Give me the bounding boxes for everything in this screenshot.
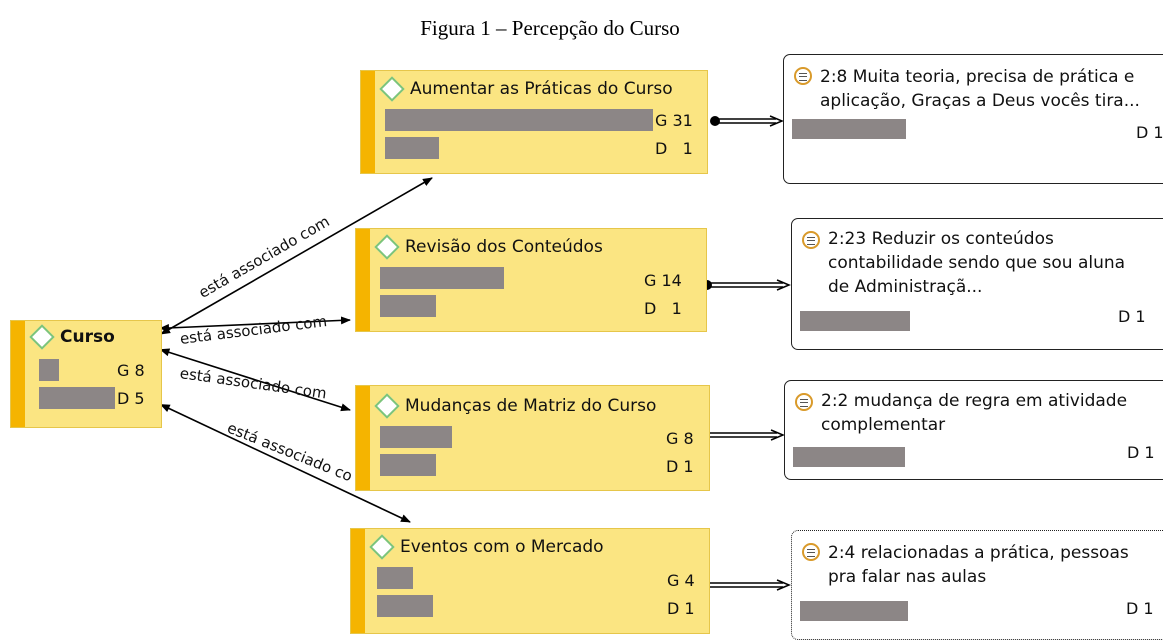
quotation-2-23[interactable]: 2:23 Reduzir os conteúdos contabilidade … [791, 218, 1163, 350]
quotation-text: 2:4 relacionadas a prática, pessoas pra … [828, 543, 1129, 587]
code-revisao[interactable]: Revisão dos Conteúdos G 14 D 1 [355, 228, 707, 332]
code-diamond-icon [369, 534, 395, 560]
quotation-bar [793, 447, 905, 467]
code-diamond-icon [374, 234, 400, 260]
link-curso-aumentar [160, 177, 433, 335]
quotation-icon [802, 543, 820, 561]
code-stripe [356, 386, 370, 490]
link-eventos-quote [710, 579, 791, 591]
quotation-2-2[interactable]: 2:2 mudança de regra em atividade comple… [784, 380, 1163, 480]
code-name: Eventos com o Mercado [400, 537, 604, 557]
code-name: Aumentar as Práticas do Curso [410, 79, 673, 99]
code-title: Eventos com o Mercado [369, 534, 604, 560]
quotation-icon [795, 393, 813, 411]
groundedness-bar [380, 267, 504, 289]
code-mudancas[interactable]: Mudanças de Matriz do Curso G 8 D 1 [355, 385, 710, 491]
quotation-document: D 1 [1136, 123, 1163, 142]
groundedness-bar [39, 359, 59, 381]
density-bar [380, 454, 436, 476]
code-stripe [361, 71, 375, 173]
quotation-document: D 1 [1118, 307, 1146, 326]
code-eventos[interactable]: Eventos com o Mercado G 4 D 1 [350, 528, 710, 634]
groundedness-value: G 8 [117, 361, 145, 380]
code-title: Aumentar as Práticas do Curso [379, 76, 673, 102]
quotation-text: 2:23 Reduzir os conteúdos contabilidade … [828, 229, 1126, 297]
code-stripe [11, 321, 25, 427]
code-name: Mudanças de Matriz do Curso [405, 396, 657, 416]
quotation-2-8[interactable]: 2:8 Muita teoria, precisa de prática e a… [783, 54, 1163, 184]
code-diamond-icon [379, 76, 405, 102]
density-value: D 1 [667, 599, 695, 618]
code-diamond-icon [29, 324, 55, 350]
density-value: D 1 [644, 299, 682, 318]
quotation-bar [792, 119, 906, 139]
density-bar [380, 295, 436, 317]
density-value: D 5 [117, 389, 145, 408]
quotation-text: 2:2 mudança de regra em atividade comple… [821, 391, 1128, 435]
link-curso-eventos [159, 404, 411, 523]
code-stripe [356, 229, 370, 331]
link-curso-revisao [159, 316, 351, 332]
code-curso[interactable]: Curso G 8 D 5 [10, 320, 162, 428]
figure-caption: Figura 1 – Percepção do Curso [420, 16, 680, 40]
link-curso-mudancas [159, 348, 351, 412]
quotation-text: 2:8 Muita teoria, precisa de prática e a… [820, 67, 1140, 111]
code-title: Revisão dos Conteúdos [374, 234, 603, 260]
density-value: D 1 [655, 139, 693, 158]
quotation-2-4[interactable]: 2:4 relacionadas a prática, pessoas pra … [791, 530, 1163, 640]
quotation-bar [800, 601, 908, 621]
quotation-icon [794, 67, 812, 85]
density-bar [385, 137, 439, 159]
groundedness-bar [377, 567, 413, 589]
code-stripe [351, 529, 365, 633]
groundedness-bar [380, 426, 452, 448]
density-bar [377, 595, 433, 617]
code-aumentar[interactable]: Aumentar as Práticas do Curso G 31 D 1 [360, 70, 708, 174]
code-name: Revisão dos Conteúdos [405, 237, 603, 257]
groundedness-value: G 14 [644, 271, 682, 290]
quotation-document: D 1 [1127, 443, 1155, 462]
quotation-icon [802, 231, 820, 249]
code-title: Mudanças de Matriz do Curso [374, 393, 657, 419]
link-aumentar-quote [710, 115, 784, 127]
groundedness-value: G 31 [655, 111, 693, 130]
code-diamond-icon [374, 393, 400, 419]
groundedness-bar [385, 109, 653, 131]
groundedness-value: G 4 [667, 571, 695, 590]
quotation-document: D 1 [1126, 599, 1154, 618]
quotation-bar [800, 311, 910, 331]
code-title: Curso [29, 324, 115, 350]
code-name: Curso [60, 327, 115, 347]
density-bar [39, 387, 115, 409]
link-revisao-quote [702, 279, 791, 291]
link-mudancas-quote [710, 429, 785, 441]
groundedness-value: G 8 [666, 429, 694, 448]
density-value: D 1 [666, 457, 694, 476]
